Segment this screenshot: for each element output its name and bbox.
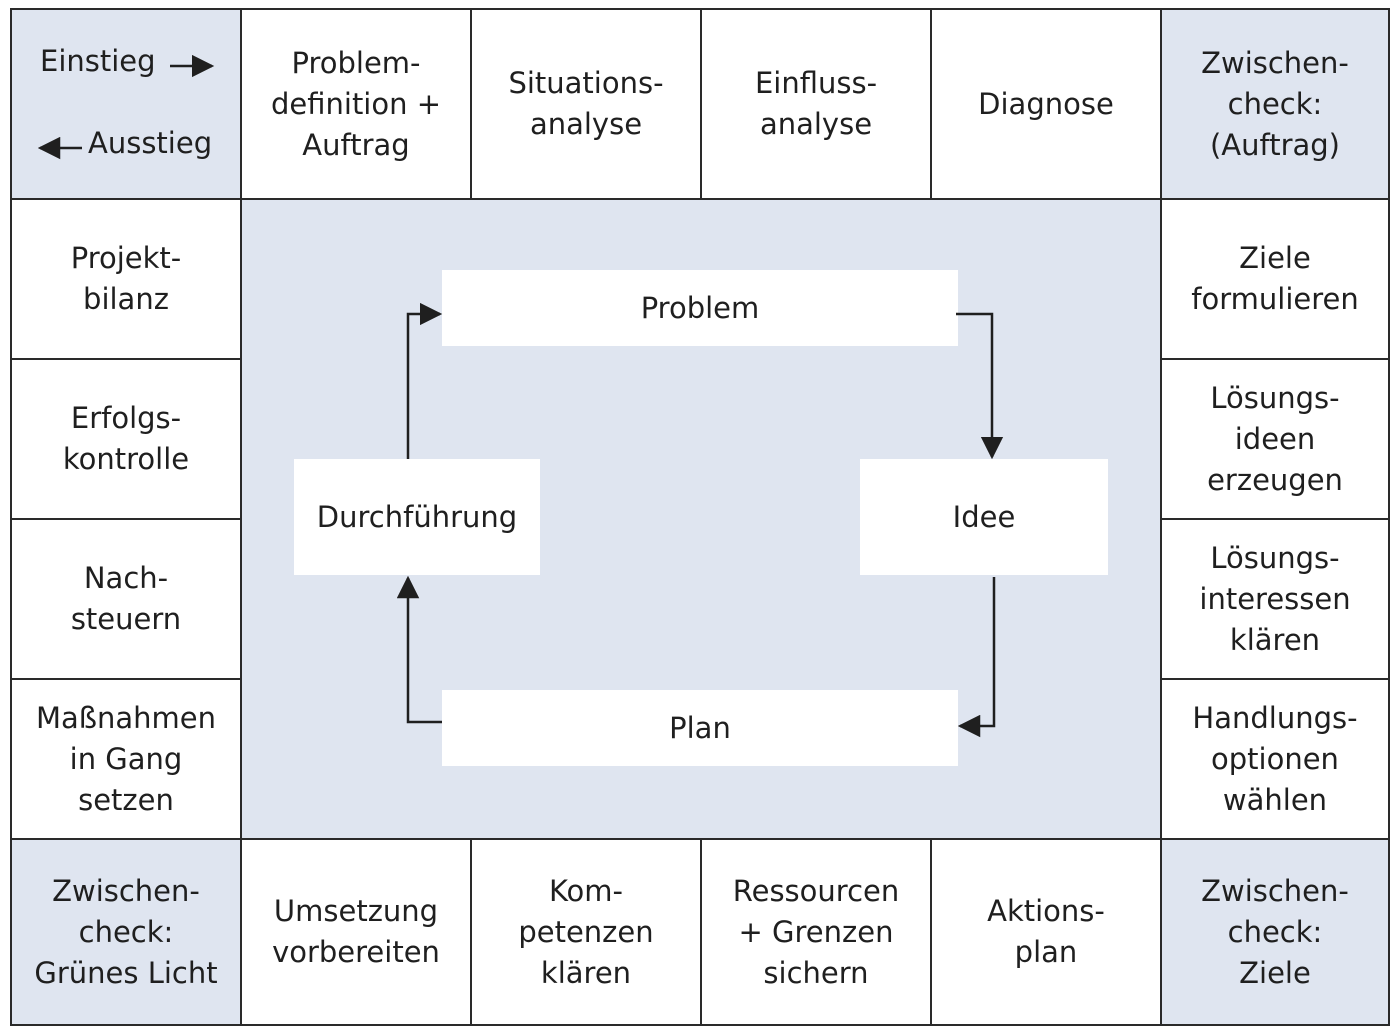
step-massnahmen: Maßnahmen in Gang setzen xyxy=(10,678,242,840)
cycle-idee: Idee xyxy=(860,459,1108,575)
step-ziele-formulieren: Ziele formulieren xyxy=(1160,198,1390,360)
step-ressourcen: Ressourcen + Grenzen sichern xyxy=(700,838,932,1026)
entry-exit-cell xyxy=(10,8,242,200)
exit-label: Ausstieg xyxy=(88,126,213,160)
step-nachsteuern: Nach- steuern xyxy=(10,518,242,680)
process-grid: Einstieg Ausstieg Problem- definition + … xyxy=(10,8,1390,1026)
cycle-problem: Problem xyxy=(442,270,958,346)
step-projektbilanz: Projekt- bilanz xyxy=(10,198,242,360)
step-aktionsplan: Aktions- plan xyxy=(930,838,1162,1026)
cycle-arrows xyxy=(37,54,1004,738)
step-handlungsoptionen: Handlungs- optionen wählen xyxy=(1160,678,1390,840)
step-einflussanalyse: Einfluss- analyse xyxy=(700,8,932,200)
step-diagnose: Diagnose xyxy=(930,8,1162,200)
step-situationsanalyse: Situations- analyse xyxy=(470,8,702,200)
cycle-durchfuehrung: Durchführung xyxy=(294,459,540,575)
arrow-durchfuehrung-problem xyxy=(406,302,443,459)
step-problemdefinition: Problem- definition + Auftrag xyxy=(240,8,472,200)
arrow-idee-plan xyxy=(957,577,996,738)
check-gruenes-licht: Zwischen- check: Grünes Licht xyxy=(10,838,242,1026)
check-ziele: Zwischen- check: Ziele xyxy=(1160,838,1390,1026)
step-umsetzung: Umsetzung vorbereiten xyxy=(240,838,472,1026)
entry-label: Einstieg xyxy=(40,44,156,78)
arrow-problem-idee xyxy=(956,312,1004,460)
step-loesungsinteressen: Lösungs- interessen klären xyxy=(1160,518,1390,680)
check-auftrag: Zwischen- check: (Auftrag) xyxy=(1160,8,1390,200)
step-erfolgskontrolle: Erfolgs- kontrolle xyxy=(10,358,242,520)
cycle-plan: Plan xyxy=(442,690,958,766)
step-kompetenzen: Kom- petenzen klären xyxy=(470,838,702,1026)
arrow-plan-durchfuehrung xyxy=(396,575,442,724)
